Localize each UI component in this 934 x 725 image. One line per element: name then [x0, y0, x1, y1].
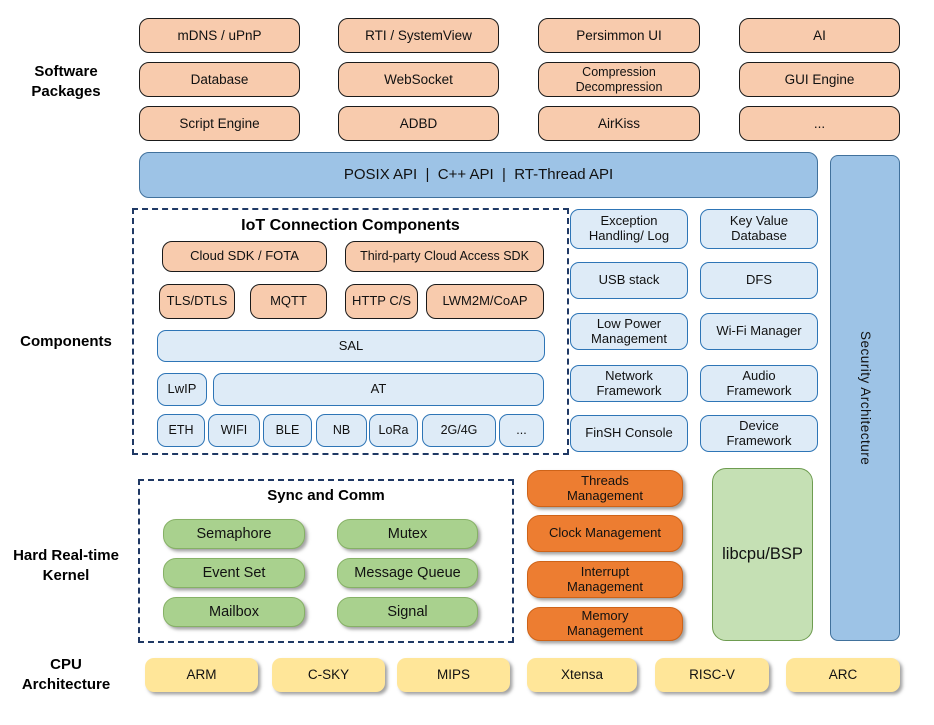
iot-link-eth: ETH — [157, 414, 205, 447]
sync-comm-group — [138, 479, 514, 643]
iot-cloud-sdk-fota: Cloud SDK / FOTA — [162, 241, 327, 272]
iot-http-cs: HTTP C/S — [345, 284, 418, 319]
iot-link-more: ... — [499, 414, 544, 447]
package-gui-engine: GUI Engine — [739, 62, 900, 97]
cpu-csky: C-SKY — [272, 658, 385, 692]
kernel-signal: Signal — [337, 597, 478, 627]
sync-comm-title: Sync and Comm — [267, 487, 385, 504]
kernel-interrupt-management: Interrupt Management — [527, 561, 683, 598]
cpu-architecture-label: CPU Architecture — [21, 656, 111, 693]
cpu-riscv: RISC-V — [655, 658, 769, 692]
component-exception-log: Exception Handling/ Log — [570, 209, 688, 249]
iot-sal-layer: SAL — [157, 330, 545, 362]
software-packages-label: Software Packages — [31, 63, 101, 100]
package-adbd: ADBD — [338, 106, 499, 141]
package-websocket: WebSocket — [338, 62, 499, 97]
api-bar: POSIX API | C++ API | RT-Thread API — [139, 152, 818, 198]
iot-lwm2m-coap: LWM2M/CoAP — [426, 284, 544, 319]
component-network-framework: Network Framework — [570, 365, 688, 402]
iot-mqtt: MQTT — [250, 284, 327, 319]
iot-at-layer: AT — [213, 373, 544, 406]
iot-link-ble: BLE — [263, 414, 312, 447]
kernel-event-set: Event Set — [163, 558, 305, 588]
cpu-arc: ARC — [786, 658, 900, 692]
component-finsh-console: FinSH Console — [570, 415, 688, 452]
kernel-threads-management: Threads Management — [527, 470, 683, 507]
package-ai: AI — [739, 18, 900, 53]
iot-lwip: LwIP — [157, 373, 207, 406]
kernel-memory-management: Memory Management — [527, 607, 683, 641]
package-airkiss: AirKiss — [538, 106, 700, 141]
iot-link-wifi: WIFI — [208, 414, 260, 447]
package-rti-systemview: RTI / SystemView — [338, 18, 499, 53]
kernel-mailbox: Mailbox — [163, 597, 305, 627]
package-mdns-upnp: mDNS / uPnP — [139, 18, 300, 53]
package-script-engine: Script Engine — [139, 106, 300, 141]
package-compression: Compression Decompression — [538, 62, 700, 97]
kernel-clock-management: Clock Management — [527, 515, 683, 552]
component-low-power: Low Power Management — [570, 313, 688, 350]
iot-third-party-cloud-sdk: Third-party Cloud Access SDK — [345, 241, 544, 272]
security-architecture-bar: Security Architecture — [830, 155, 900, 641]
component-usb-stack: USB stack — [570, 262, 688, 299]
package-persimmon-ui: Persimmon UI — [538, 18, 700, 53]
package-more: ... — [739, 106, 900, 141]
cpu-arm: ARM — [145, 658, 258, 692]
kernel-semaphore: Semaphore — [163, 519, 305, 549]
kernel-mutex: Mutex — [337, 519, 478, 549]
iot-connection-group — [132, 208, 569, 455]
package-database: Database — [139, 62, 300, 97]
iot-link-lora: LoRa — [369, 414, 418, 447]
iot-tls-dtls: TLS/DTLS — [159, 284, 235, 319]
iot-link-2g4g: 2G/4G — [422, 414, 496, 447]
components-label: Components — [20, 333, 112, 350]
iot-link-nb: NB — [316, 414, 367, 447]
component-wifi-manager: Wi-Fi Manager — [700, 313, 818, 350]
kernel-libcpu-bsp: libcpu/BSP — [712, 468, 813, 641]
kernel-label: Hard Real-time Kernel — [13, 547, 119, 584]
component-device-framework: Device Framework — [700, 415, 818, 452]
component-dfs: DFS — [700, 262, 818, 299]
cpu-mips: MIPS — [397, 658, 510, 692]
kernel-message-queue: Message Queue — [337, 558, 478, 588]
iot-connection-title: IoT Connection Components — [241, 217, 460, 234]
component-key-value-db: Key Value Database — [700, 209, 818, 249]
cpu-xtensa: Xtensa — [527, 658, 637, 692]
component-audio-framework: Audio Framework — [700, 365, 818, 402]
